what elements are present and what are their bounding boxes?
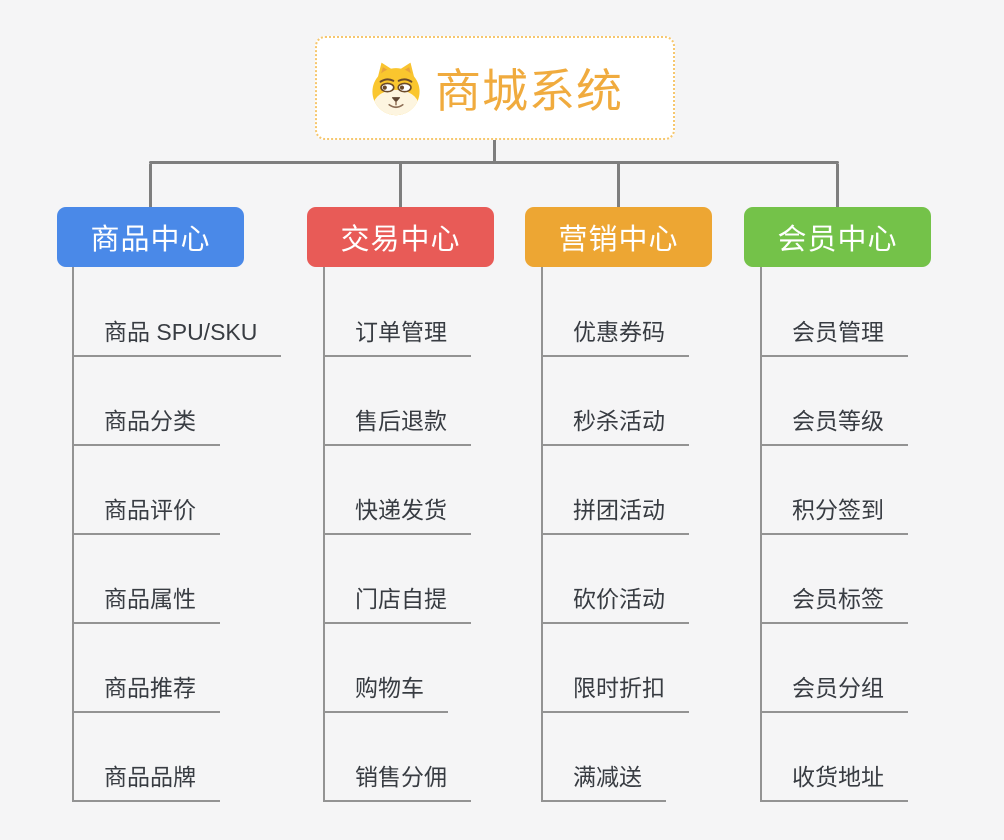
leaf-node[interactable]: 售后退款 [323, 404, 471, 446]
connector-drop-3 [617, 164, 620, 208]
branch-children-members: 会员管理 会员等级 积分签到 会员标签 会员分组 收货地址 [760, 267, 1004, 807]
leaf-node[interactable]: 购物车 [323, 671, 448, 713]
leaf-node[interactable]: 砍价活动 [541, 582, 689, 624]
leaf-node[interactable]: 门店自提 [323, 582, 471, 624]
leaf-node[interactable]: 会员管理 [760, 315, 908, 357]
branch-label: 营销中心 [558, 224, 679, 256]
root-node[interactable]: 商城系统 [315, 36, 675, 140]
leaf-node[interactable]: 收货地址 [760, 760, 908, 802]
leaf-node[interactable]: 快递发货 [323, 493, 471, 535]
leaf-node[interactable]: 商品品牌 [72, 760, 220, 802]
leaf-node[interactable]: 订单管理 [323, 315, 471, 357]
leaf-node[interactable]: 商品评价 [72, 493, 220, 535]
branch-node-products[interactable]: 商品中心 [57, 207, 244, 267]
branch-label: 会员中心 [777, 224, 898, 256]
leaf-node[interactable]: 销售分佣 [323, 760, 471, 802]
leaf-node[interactable]: 拼团活动 [541, 493, 689, 535]
leaf-node[interactable]: 秒杀活动 [541, 404, 689, 446]
branch-node-marketing[interactable]: 营销中心 [525, 207, 712, 267]
leaf-node[interactable]: 商品 SPU/SKU [72, 315, 282, 357]
root-title: 商城系统 [435, 65, 623, 117]
branch-children-marketing: 优惠券码 秒杀活动 拼团活动 砍价活动 限时折扣 满减送 [541, 267, 801, 807]
branch-children-products: 商品 SPU/SKU 商品分类 商品评价 商品属性 商品推荐 商品品牌 [72, 267, 332, 807]
dog-face-icon [372, 62, 420, 116]
leaf-node[interactable]: 限时折扣 [541, 671, 689, 713]
leaf-node[interactable]: 会员分组 [760, 671, 908, 713]
connector-drop-4 [836, 164, 839, 208]
connector-bus [149, 161, 839, 164]
leaf-node[interactable]: 会员标签 [760, 582, 908, 624]
connector-root-stub [493, 140, 496, 162]
leaf-node[interactable]: 积分签到 [760, 493, 908, 535]
branch-node-trade[interactable]: 交易中心 [307, 207, 494, 267]
branch-node-members[interactable]: 会员中心 [744, 207, 931, 267]
connector-drop-2 [399, 164, 402, 208]
leaf-node[interactable]: 商品推荐 [72, 671, 220, 713]
branch-children-trade: 订单管理 售后退款 快递发货 门店自提 购物车 销售分佣 [323, 267, 583, 807]
leaf-node[interactable]: 满减送 [541, 760, 666, 802]
branch-label: 商品中心 [90, 224, 211, 256]
connector-drop-1 [149, 164, 152, 208]
leaf-node[interactable]: 优惠券码 [541, 315, 689, 357]
branch-label: 交易中心 [340, 224, 461, 256]
leaf-node[interactable]: 商品属性 [72, 582, 220, 624]
leaf-node[interactable]: 商品分类 [72, 404, 220, 446]
leaf-node[interactable]: 会员等级 [760, 404, 908, 446]
